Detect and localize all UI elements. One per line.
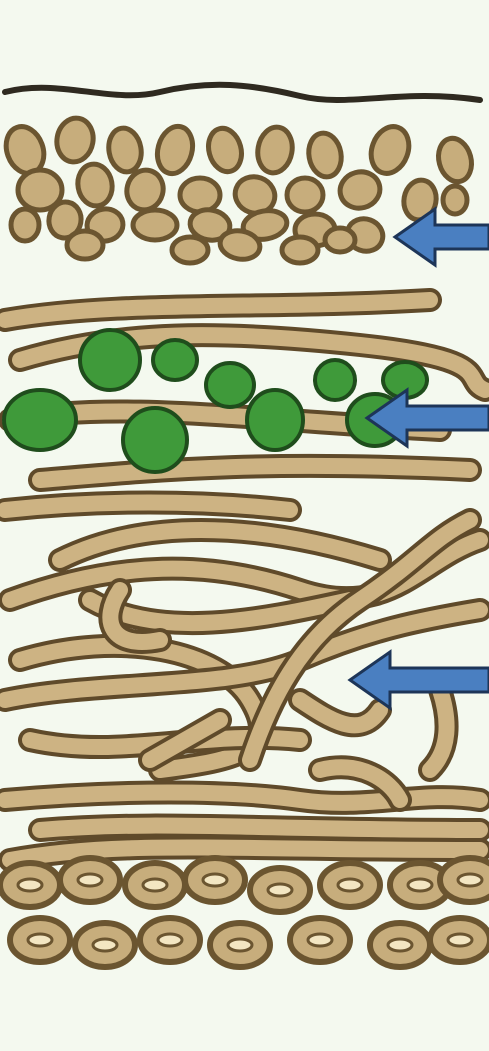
algal-cell bbox=[315, 360, 355, 400]
algal-cell bbox=[80, 330, 140, 390]
upper-cortex-cell bbox=[133, 210, 177, 240]
arrow-left-icon bbox=[350, 652, 489, 708]
upper-cortex-cell bbox=[282, 237, 318, 263]
algal-cell bbox=[206, 363, 254, 407]
upper-cortex-cell bbox=[105, 126, 144, 175]
lower-cortex-cell bbox=[140, 918, 200, 962]
upper-cortex-cell bbox=[11, 209, 39, 241]
upper-cortex-cell bbox=[325, 228, 355, 252]
hypha bbox=[300, 700, 380, 725]
lower-cortex-cell bbox=[10, 918, 70, 962]
algal-cell bbox=[247, 390, 303, 450]
lower-cortex-cell bbox=[320, 863, 380, 907]
lower-cortex-cell bbox=[0, 863, 60, 907]
upper-cortex-cell bbox=[53, 115, 96, 165]
upper-cortex-cell bbox=[172, 237, 208, 263]
upper-cortex-cell bbox=[287, 178, 323, 212]
upper-cortex-cell bbox=[204, 125, 246, 176]
hypha bbox=[430, 690, 447, 770]
lower-cortex-layer bbox=[0, 858, 489, 967]
upper-cortex-cell bbox=[180, 178, 220, 212]
lower-cortex-cell bbox=[185, 858, 245, 902]
lower-cortex-cell bbox=[125, 863, 185, 907]
surface-line bbox=[5, 85, 480, 100]
upper-surface-line bbox=[5, 85, 480, 100]
upper-cortex-cell bbox=[434, 135, 476, 186]
lower-cortex-cell bbox=[60, 858, 120, 902]
algal-cell bbox=[4, 390, 76, 450]
upper-cortex-cell bbox=[254, 124, 295, 175]
lower-cortex-cell bbox=[290, 918, 350, 962]
hypha bbox=[40, 826, 480, 830]
upper-cortex-cell bbox=[152, 122, 197, 177]
upper-cortex-cell bbox=[336, 167, 384, 212]
hypha bbox=[5, 300, 430, 320]
lower-cortex-cell bbox=[75, 923, 135, 967]
hypha bbox=[5, 503, 290, 511]
lower-cortex-cell bbox=[440, 858, 489, 902]
upper-cortex-cell bbox=[365, 121, 415, 178]
hypha bbox=[90, 600, 350, 623]
hypha bbox=[40, 466, 470, 480]
lower-cortex-cell bbox=[250, 868, 310, 912]
upper-cortex-cell bbox=[305, 131, 344, 180]
lower-cortex-cell bbox=[430, 918, 489, 962]
upper-cortex-cell bbox=[67, 231, 103, 259]
upper-cortex-cell bbox=[443, 186, 467, 214]
lower-cortex-cell bbox=[370, 923, 430, 967]
lower-cortex-cell bbox=[210, 923, 270, 967]
upper-cortex-cell bbox=[75, 161, 116, 208]
algal-cell bbox=[153, 340, 197, 380]
hypha bbox=[60, 530, 380, 560]
algal-cell bbox=[123, 408, 187, 472]
